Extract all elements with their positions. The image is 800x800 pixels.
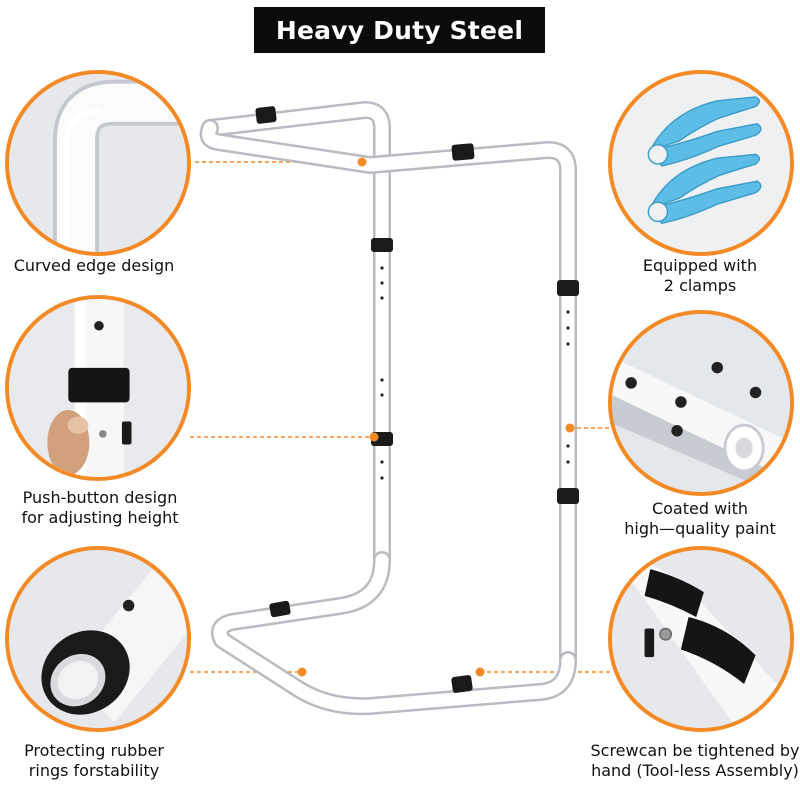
title-text: Heavy Duty Steel [275,15,524,45]
title-banner: Heavy Duty Steel [254,7,545,53]
rubber-ring-closeup [5,546,191,732]
clamps-closeup [608,70,794,256]
caption-screw: Screwcan be tightened by hand (Tool-less… [590,741,800,780]
leader-lines [190,161,612,673]
curved-edge-closeup [5,70,191,256]
caption-curved-edge: Curved edge design [13,256,175,275]
caption-clamps: Equipped with 2 clamps [642,256,758,295]
callout-dots [297,157,575,677]
caption-push-button: Push-button design for adjusting height [21,488,179,527]
caption-paint: Coated with high—quality paint [624,499,776,538]
caption-rubber-rings: Protecting rubber rings forstability [24,741,164,780]
push-button-closeup [5,295,191,481]
clamp-icon-2 [647,153,762,225]
frame-tubes [199,101,577,716]
paint-closeup [608,310,794,496]
screw-closeup [608,546,794,732]
rubber-sleeves [255,106,579,693]
adjustment-holes [380,266,570,480]
clamp-icon [647,96,762,167]
